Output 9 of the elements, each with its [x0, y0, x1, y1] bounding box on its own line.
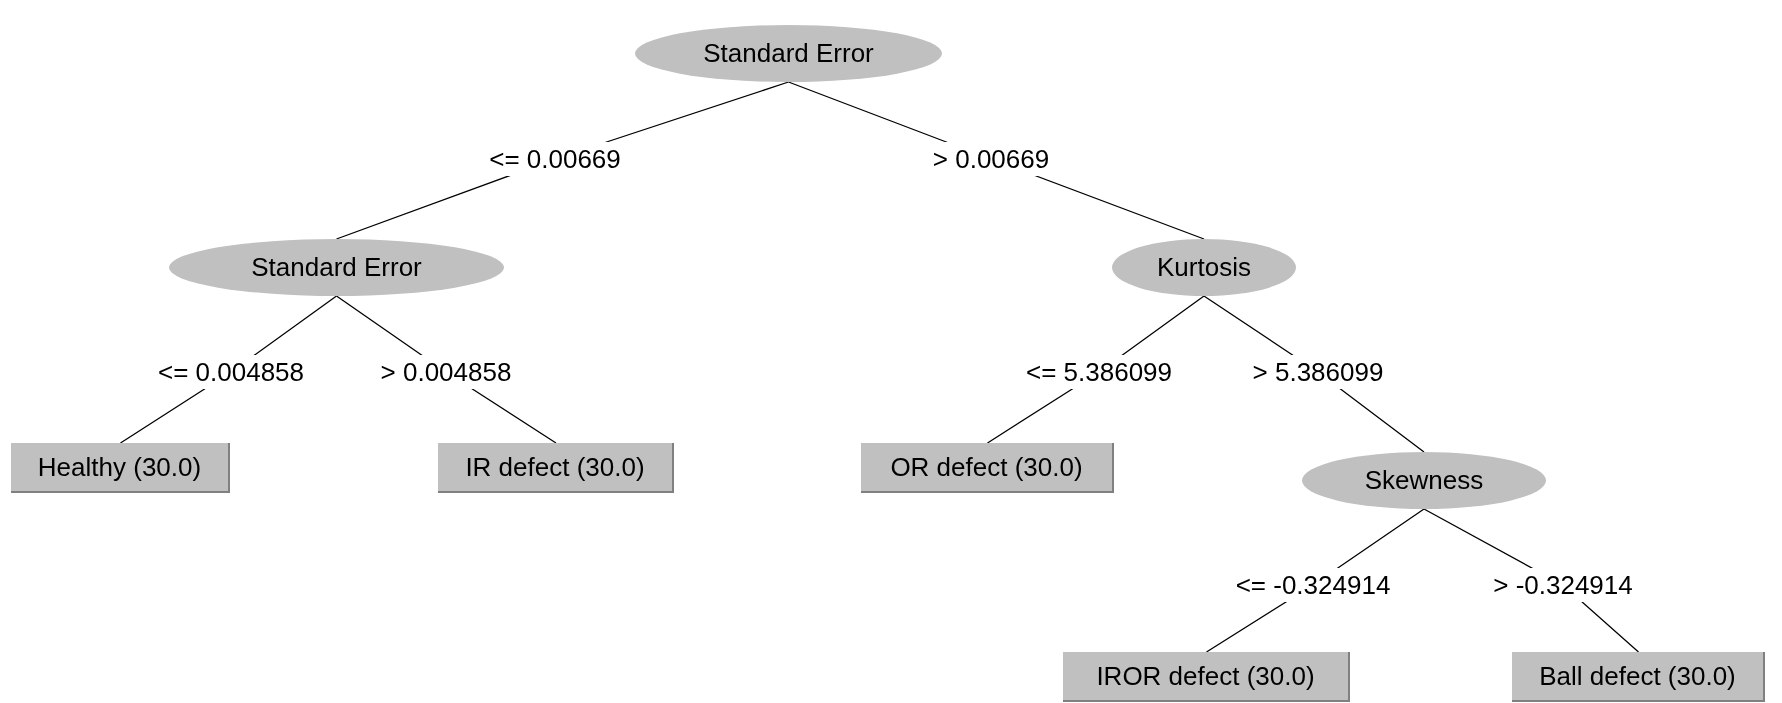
attribute-ellipse: Standard Error	[635, 25, 942, 82]
attribute-ellipse: Kurtosis	[1112, 239, 1296, 296]
leaf-box: IROR defect (30.0)	[1063, 652, 1350, 702]
leaf-box: IR defect (30.0)	[438, 443, 674, 493]
leaf-box: OR defect (30.0)	[861, 443, 1114, 493]
leaf-box: Ball defect (30.0)	[1512, 652, 1765, 702]
attribute-ellipse: Standard Error	[169, 239, 504, 296]
leaf-box: Healthy (30.0)	[11, 443, 230, 493]
attribute-ellipse: Skewness	[1302, 452, 1546, 509]
